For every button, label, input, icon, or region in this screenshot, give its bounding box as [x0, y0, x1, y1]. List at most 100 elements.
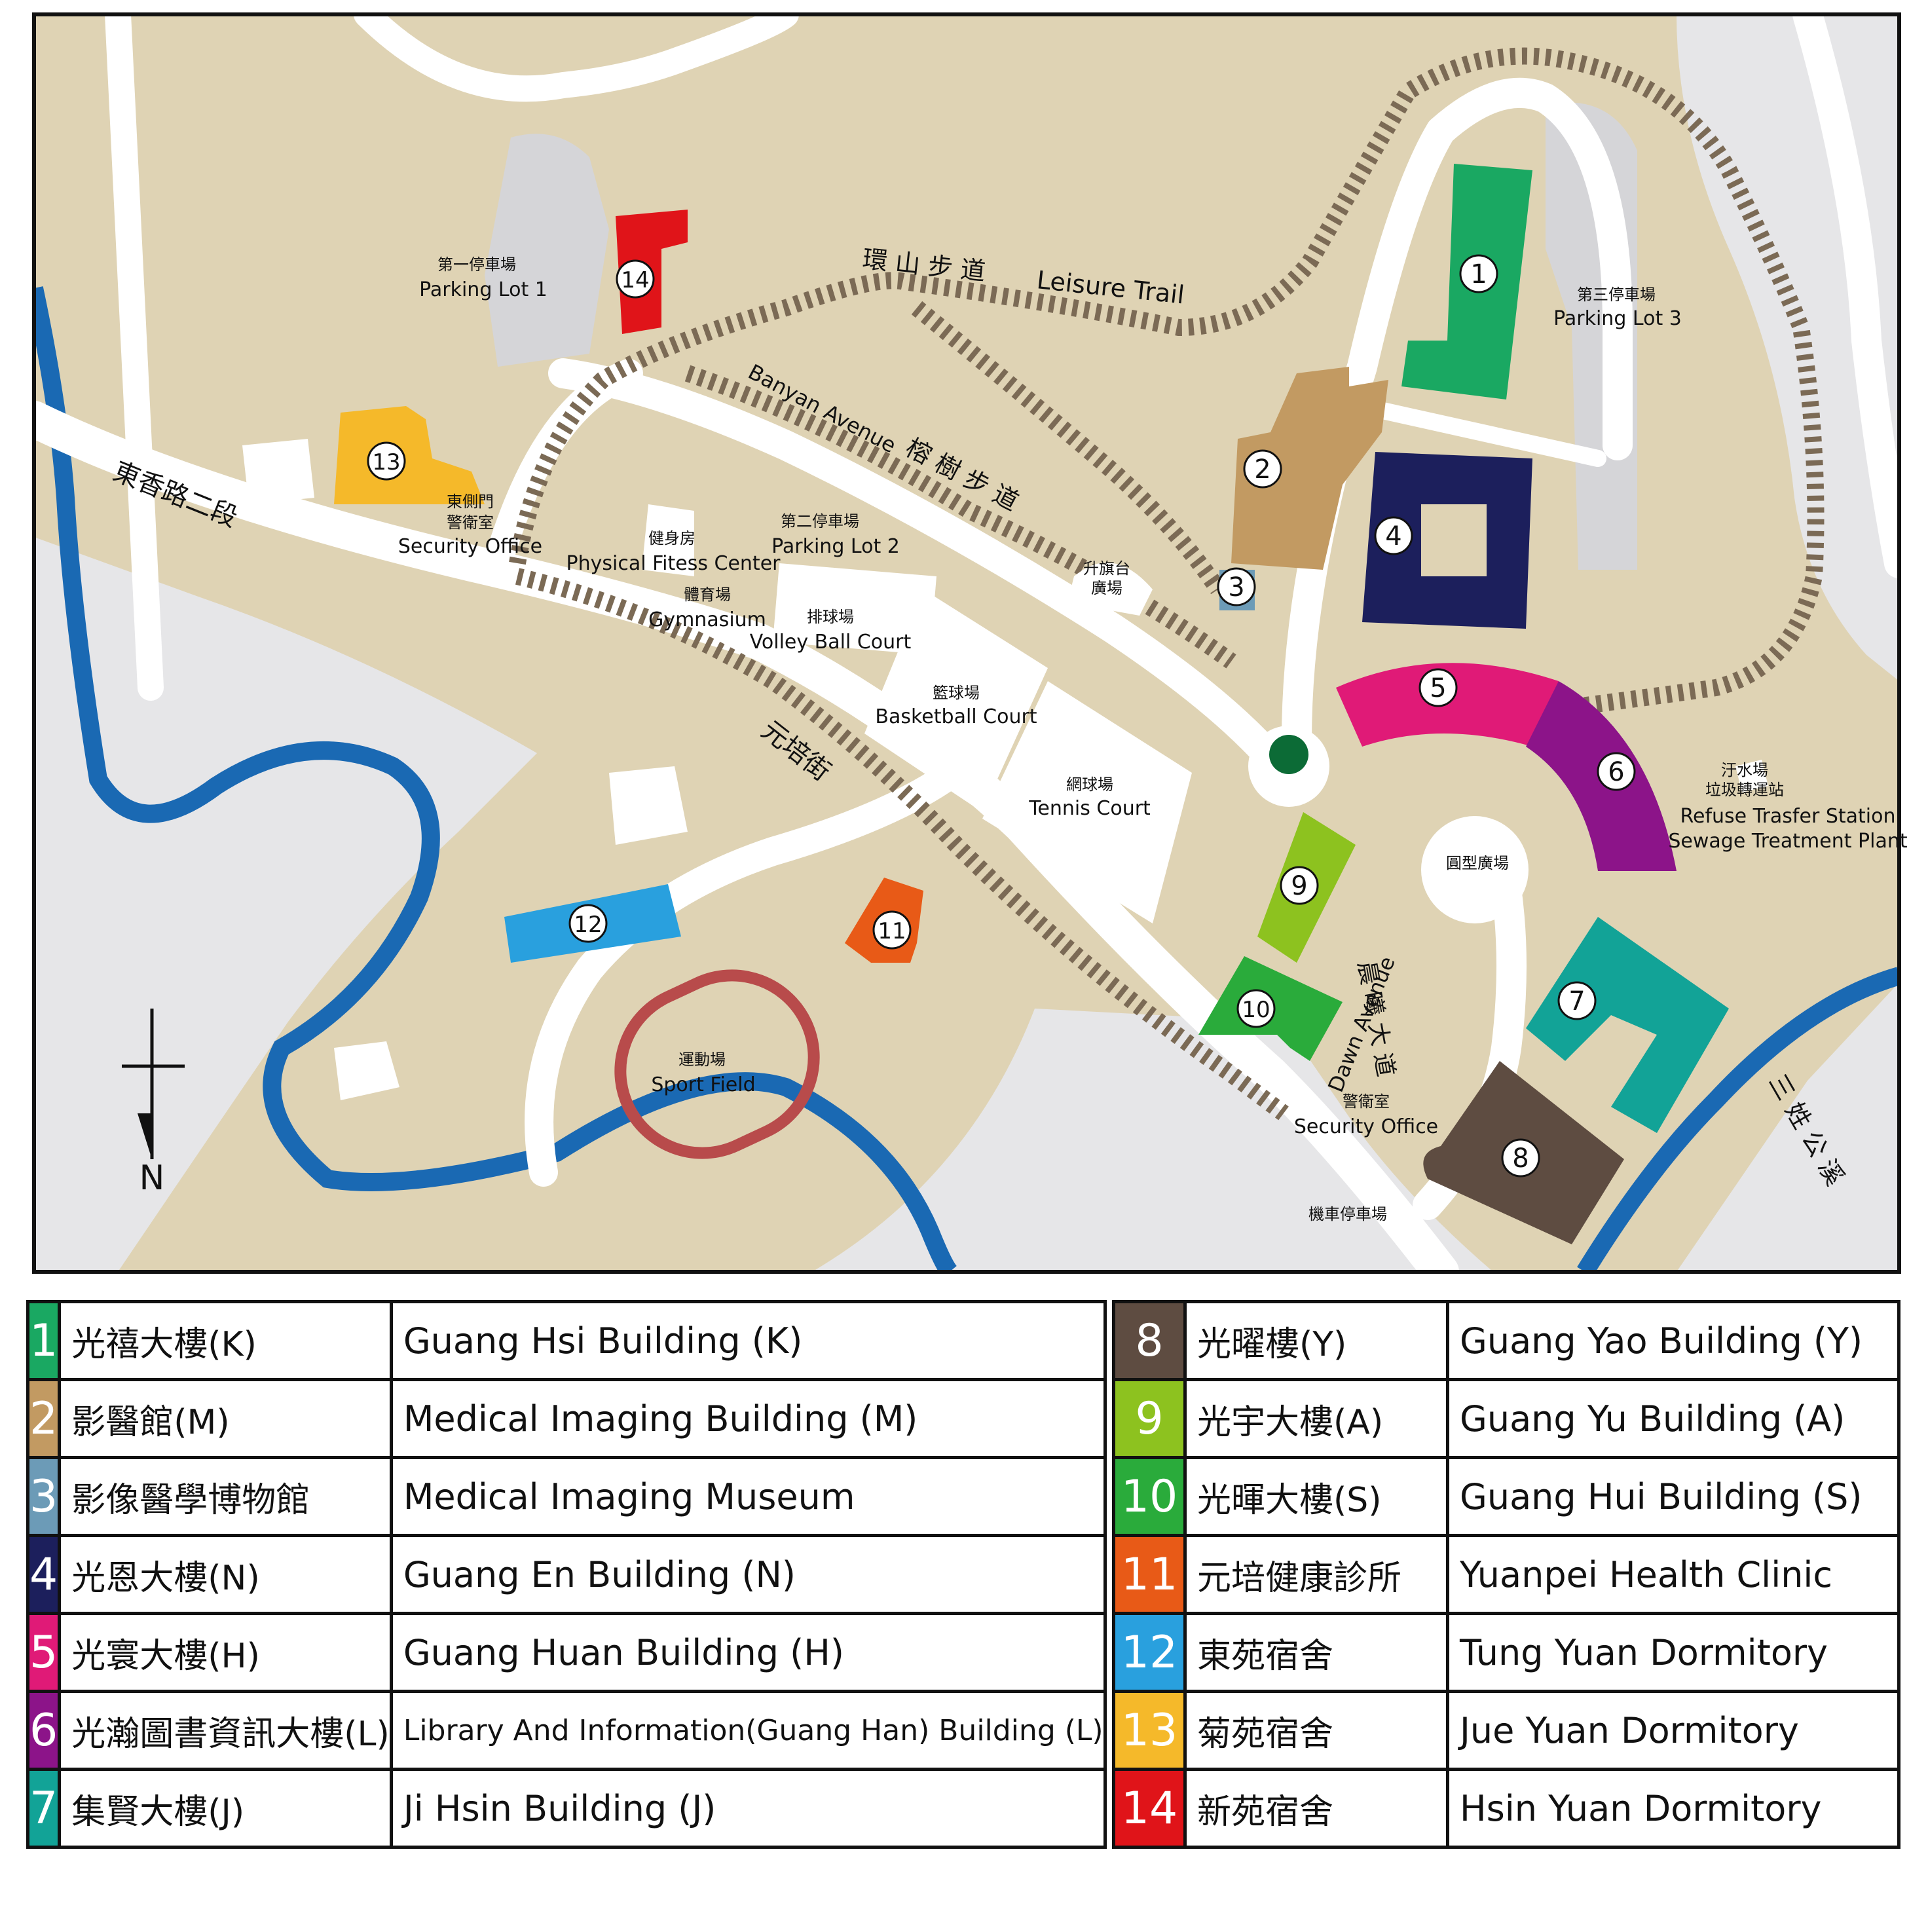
legend-number: 14	[1112, 1768, 1187, 1849]
legend-name-en: Guang Yao Building (Y)	[1446, 1300, 1900, 1381]
legend-name-zh: 東苑宿舍	[1183, 1612, 1449, 1693]
flag-plaza-label-zh1: 升旗台	[1083, 559, 1130, 578]
marker-5: 5	[1418, 668, 1458, 707]
marker-3: 3	[1217, 567, 1256, 606]
legend-name-en: Tung Yuan Dormitory	[1446, 1612, 1900, 1693]
marker-10: 10	[1236, 989, 1276, 1028]
grey-area-west	[34, 537, 537, 1272]
gym-label-zh: 體育場	[684, 585, 731, 604]
tennis-label-zh: 網球場	[1066, 775, 1113, 794]
legend-number: 2	[26, 1378, 62, 1459]
legend-number: 11	[1112, 1534, 1187, 1615]
basketball-label-zh: 籃球場	[933, 684, 980, 702]
parking-lot-3-label-en: Parking Lot 3	[1553, 307, 1682, 330]
legend-number: 1	[26, 1300, 62, 1381]
fitness-label-zh: 健身房	[648, 529, 695, 548]
volleyball-label-en: Volley Ball Court	[750, 631, 912, 654]
marker-6: 6	[1597, 752, 1636, 791]
svg-text:10: 10	[1242, 997, 1270, 1023]
parking-lot-1-label-zh: 第一停車場	[437, 255, 516, 274]
legend-name-zh: 光瀚圖書資訊大樓(L)	[58, 1690, 393, 1771]
legend-number: 8	[1112, 1300, 1187, 1381]
legend-name-zh: 菊苑宿舍	[1183, 1690, 1449, 1771]
trail-branch-north	[911, 301, 1225, 595]
legend-number: 13	[1112, 1690, 1187, 1771]
fitness-building	[642, 504, 694, 576]
building-5	[1336, 663, 1559, 747]
compass-icon	[122, 1009, 185, 1159]
marker-8: 8	[1501, 1138, 1540, 1178]
svg-text:13: 13	[372, 449, 400, 475]
south-security-label-zh: 警衛室	[1343, 1092, 1390, 1111]
svg-text:12: 12	[574, 912, 602, 938]
parking-lot-2-label-en: Parking Lot 2	[771, 535, 900, 558]
river-west	[34, 286, 957, 1272]
legend-number: 10	[1112, 1456, 1187, 1537]
marker-4: 4	[1374, 516, 1413, 555]
legend-name-en: Hsin Yuan Dormitory	[1446, 1768, 1900, 1849]
markers: 1 2 3 4 5 6 7 8 9 10 11 12 13 14	[367, 254, 1636, 1178]
flag-plaza-label-zh2: 廣場	[1091, 579, 1122, 597]
svg-text:6: 6	[1608, 757, 1624, 787]
sport-field-label-zh: 運動場	[678, 1050, 726, 1069]
marker-9: 9	[1280, 866, 1319, 905]
legend-name-en: Jue Yuan Dormitory	[1446, 1690, 1900, 1771]
grey-area-south	[812, 1009, 1493, 1272]
building-13	[334, 406, 485, 504]
parking-lot-1-area	[485, 134, 609, 367]
white-building-refuse	[1735, 760, 1768, 792]
legend-name-zh: 光宇大樓(A)	[1183, 1378, 1449, 1459]
legend-name-zh: 光曜樓(Y)	[1183, 1300, 1449, 1381]
parking-lot-3-label-zh: 第三停車場	[1577, 286, 1656, 304]
legend-number: 5	[26, 1612, 62, 1693]
marker-2: 2	[1243, 449, 1282, 489]
gym-label-en: Gymnasium	[648, 608, 766, 631]
volleyball-label-zh: 排球場	[807, 608, 854, 626]
map-frame	[32, 12, 1901, 1274]
sewage-label-zh1: 汙水場	[1721, 761, 1768, 779]
north-label: N	[139, 1159, 165, 1198]
legend-name-zh: 光恩大樓(N)	[58, 1534, 393, 1615]
marker-12: 12	[568, 904, 608, 943]
marker-11: 11	[872, 910, 912, 950]
svg-text:14: 14	[621, 267, 649, 293]
grey-area-southeast	[1677, 982, 1899, 1272]
legend-name-zh: 光暉大樓(S)	[1183, 1456, 1449, 1537]
volleyball-court	[773, 563, 936, 655]
svg-text:7: 7	[1568, 986, 1585, 1016]
legend-number: 9	[1112, 1378, 1187, 1459]
marker-1: 1	[1459, 254, 1498, 293]
east-security-label-en: Security Office	[398, 535, 542, 558]
sport-field-track	[614, 969, 820, 1159]
east-security-label-zh1: 東側門	[447, 492, 494, 511]
legend-name-zh: 集賢大樓(J)	[58, 1768, 393, 1849]
sport-field-label-en: Sport Field	[651, 1073, 755, 1096]
svg-text:1: 1	[1470, 259, 1487, 289]
white-building-west-1	[242, 439, 314, 504]
legend-name-zh: 新苑宿舍	[1183, 1768, 1449, 1849]
parking-lot-2-label-zh: 第二停車場	[781, 512, 859, 530]
legend-name-en: Guang En Building (N)	[389, 1534, 1107, 1615]
legend-name-en: Ji Hsin Building (J)	[389, 1768, 1107, 1849]
legend-number: 12	[1112, 1612, 1187, 1693]
basketball-label-en: Basketball Court	[875, 705, 1037, 728]
svg-text:3: 3	[1228, 572, 1244, 603]
legend-number: 4	[26, 1534, 62, 1615]
sewage-label-zh2: 垃圾轉運站	[1705, 781, 1784, 799]
flag-plaza	[1067, 563, 1153, 616]
svg-text:2: 2	[1254, 455, 1270, 485]
legend-name-zh: 影醫館(M)	[58, 1378, 393, 1459]
legend-name-en: Medical Imaging Building (M)	[389, 1378, 1107, 1459]
